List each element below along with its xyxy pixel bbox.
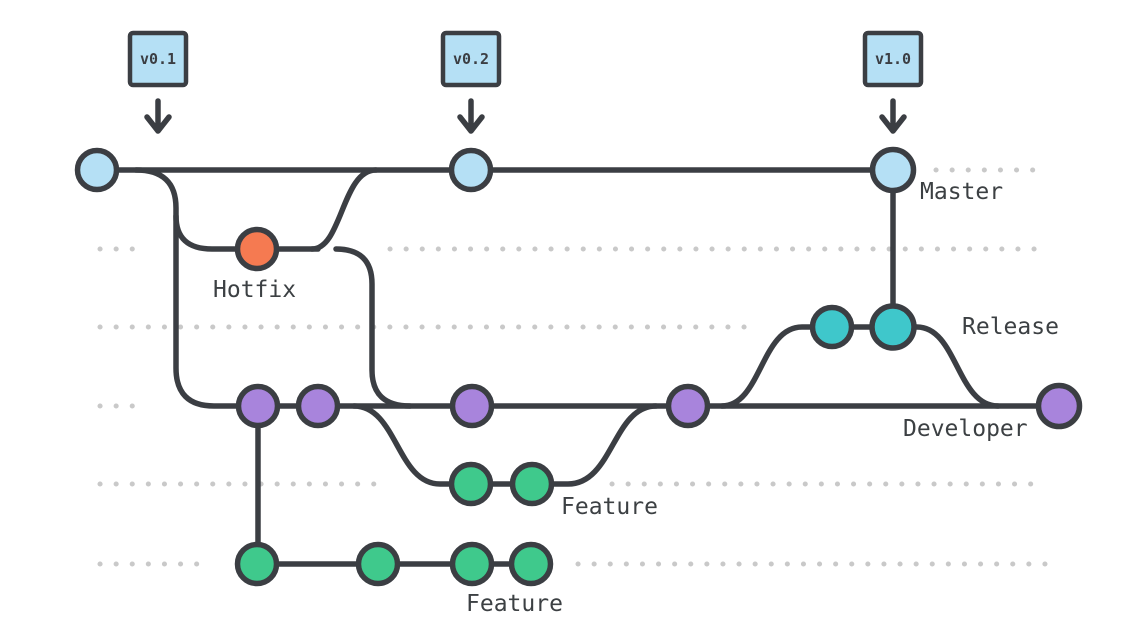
commit-node <box>448 147 494 193</box>
edge-release-loop <box>719 324 1001 409</box>
master-commits <box>74 146 917 194</box>
branch-label-feature-bottom: Feature <box>466 591 563 617</box>
commit-node <box>449 541 495 587</box>
version-tag-v10: v1.0 <box>862 30 924 88</box>
edge-master-to-developer <box>133 167 261 409</box>
commit-node <box>449 383 495 429</box>
branch-label-feature-top: Feature <box>561 494 658 520</box>
tag-box <box>862 30 924 88</box>
edge-hotfix-merge-master <box>309 167 379 252</box>
developer-commits <box>235 382 1083 430</box>
arrow-down-icon <box>144 98 172 134</box>
tag-label: v0.2 <box>453 50 489 68</box>
tag-label: v1.0 <box>875 50 911 68</box>
edge-hotfix-merge-developer <box>333 246 413 409</box>
tag-label: v0.1 <box>140 50 176 68</box>
commit-node <box>869 303 917 351</box>
feature-top-commits <box>448 461 555 507</box>
version-tag-v01: v0.1 <box>127 30 189 88</box>
dotted-guides <box>97 167 1049 567</box>
commit-node <box>665 383 711 429</box>
branch-label-release: Release <box>962 314 1059 340</box>
version-tag-v02: v0.2 <box>440 30 502 88</box>
commit-node <box>508 541 554 587</box>
version-tags: v0.1 v0.2 v1.0 <box>127 30 924 88</box>
branch-label-developer: Developer <box>903 416 1028 442</box>
commit-node <box>234 226 280 272</box>
release-commits <box>809 303 917 351</box>
tag-box <box>127 30 189 88</box>
commit-node <box>448 461 494 507</box>
arrow-down-icon <box>879 98 907 134</box>
commit-node <box>869 146 917 194</box>
hotfix-commits <box>234 226 280 272</box>
arrow-down-icon <box>457 98 485 134</box>
commit-node <box>509 461 555 507</box>
branch-label-hotfix: Hotfix <box>213 277 296 303</box>
branch-edges <box>94 167 1063 567</box>
commit-node <box>295 383 341 429</box>
tag-box <box>440 30 502 88</box>
branch-label-master: Master <box>920 179 1003 205</box>
commit-node <box>355 541 401 587</box>
commit-node <box>809 304 855 350</box>
commit-node <box>1035 382 1083 430</box>
edge-hotfix-branch <box>173 213 321 252</box>
tag-arrows <box>144 98 907 134</box>
commit-node <box>74 147 120 193</box>
edge-feature-top <box>351 403 659 487</box>
commit-node <box>234 541 280 587</box>
commit-node <box>235 383 281 429</box>
feature-bottom-commits <box>234 541 554 587</box>
branch-labels: Master Hotfix Release Developer Feature … <box>213 179 1059 617</box>
